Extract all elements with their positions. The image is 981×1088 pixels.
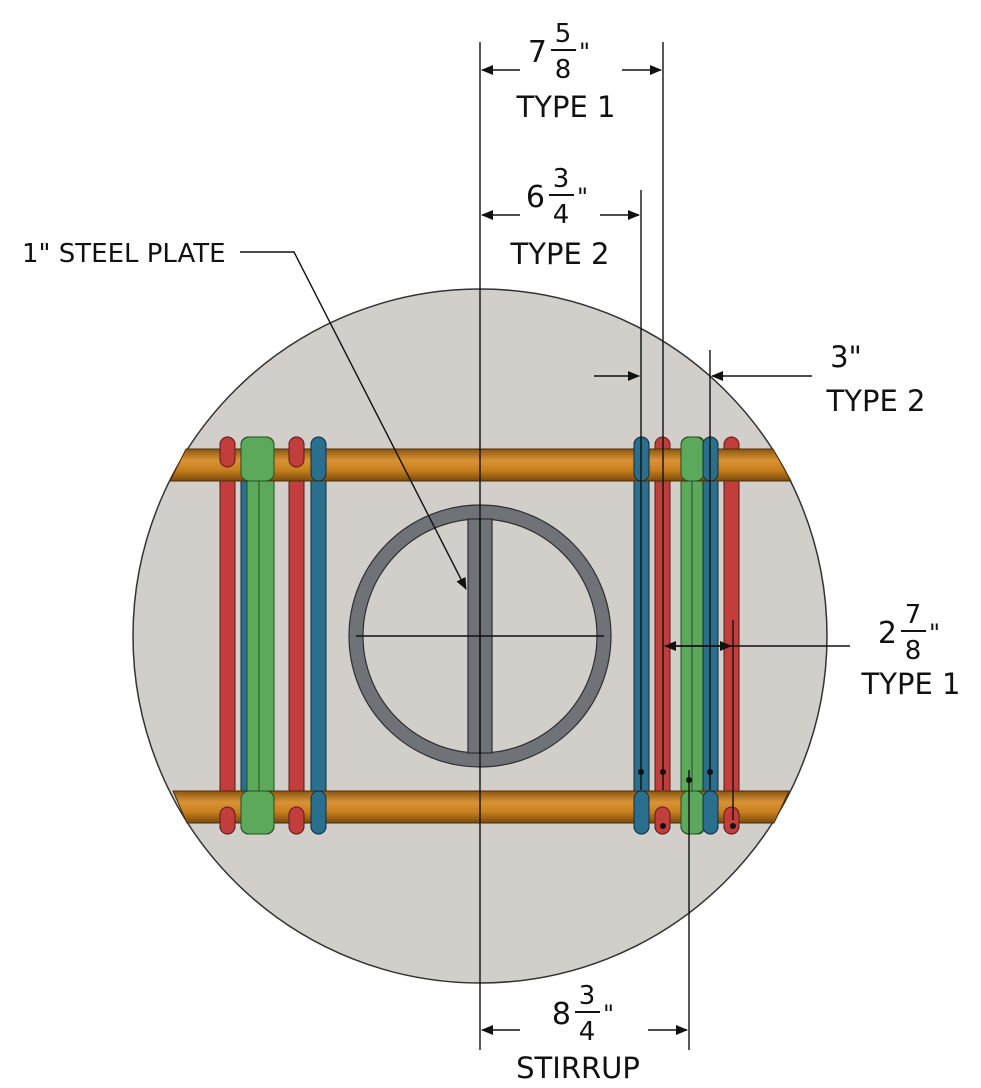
dim-value: 3"	[830, 340, 862, 374]
dim-stirrup: 8 3 4 " STIRRUP	[516, 981, 640, 1085]
left-rebar-group	[219, 436, 327, 835]
dim-whole: 2	[878, 616, 897, 651]
dim-type1-spacing: 2 7 8 " TYPE 1	[861, 600, 961, 701]
dim-label: TYPE 2	[510, 237, 610, 271]
dimension-arrows	[481, 65, 850, 1035]
dim-label: TYPE 1	[516, 90, 616, 124]
dim-label: TYPE 1	[861, 667, 961, 701]
steel-plate-leader	[240, 251, 467, 590]
dim-denominator: 8	[555, 55, 572, 85]
bar-overlap-caps	[219, 436, 740, 835]
dim-type2-spacing: 3" TYPE 2	[826, 340, 926, 418]
dim-numerator: 3	[579, 981, 596, 1011]
dim-denominator: 4	[579, 1017, 596, 1047]
type2-bar	[310, 436, 327, 835]
steel-plate-callout: 1" STEEL PLATE	[22, 239, 226, 269]
dim-denominator: 8	[905, 636, 922, 666]
dim-numerator: 5	[555, 19, 572, 49]
stirrup-bar	[258, 436, 275, 835]
dim-unit: "	[579, 38, 590, 66]
dim-denominator: 4	[553, 200, 570, 230]
type1-bar	[723, 436, 740, 835]
dim-type2-outer: 6 3 4 " TYPE 2	[510, 164, 610, 271]
dimension-dots	[638, 769, 736, 829]
type1-bar	[288, 436, 305, 835]
dim-unit: "	[603, 1000, 614, 1028]
dim-whole: 7	[528, 35, 547, 70]
type1-bar	[219, 436, 236, 835]
dim-whole: 6	[526, 180, 545, 215]
dim-type1-outer: 7 5 8 " TYPE 1	[516, 19, 616, 124]
dim-label: TYPE 2	[826, 384, 926, 418]
dim-unit: "	[577, 183, 588, 211]
dim-label: STIRRUP	[516, 1051, 640, 1085]
dim-numerator: 3	[553, 164, 570, 194]
extension-lines	[479, 42, 734, 1050]
stirrup-bar	[691, 436, 705, 835]
dim-unit: "	[929, 619, 940, 647]
dim-numerator: 7	[905, 600, 922, 630]
dim-whole: 8	[552, 997, 571, 1032]
